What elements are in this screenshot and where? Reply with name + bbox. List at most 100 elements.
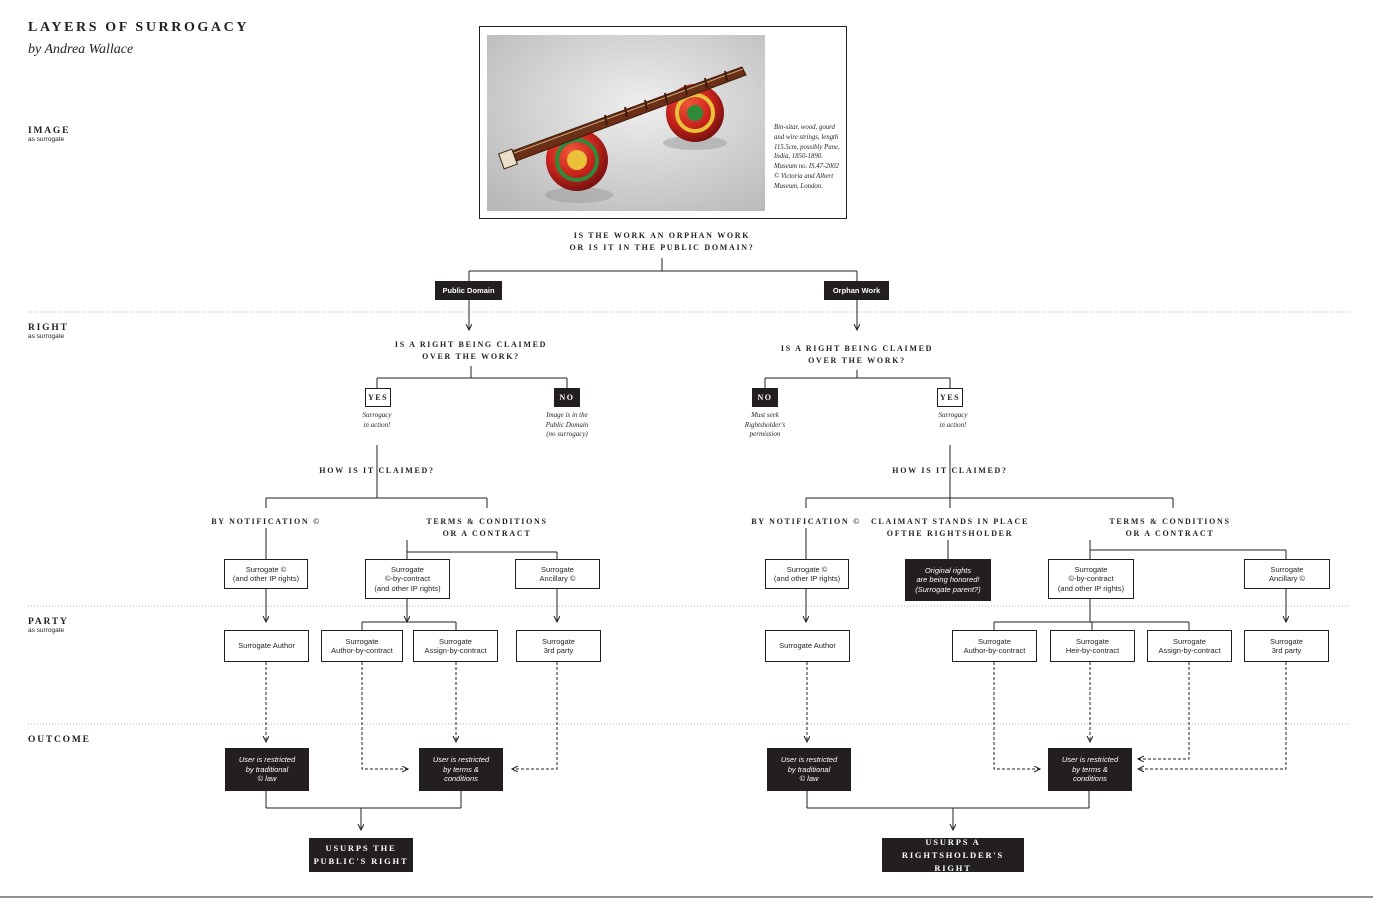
box-line: User is restricted — [238, 755, 296, 765]
section-image: IMAGE as surrogate — [28, 126, 70, 143]
yes-note-left: Surrogacy in action! — [337, 411, 417, 430]
section-outcome: OUTCOME — [28, 735, 91, 745]
box-line: Surrogate — [1270, 564, 1304, 574]
box-line: Surrogate © — [786, 564, 828, 574]
no-tag-right: NO — [752, 388, 778, 407]
photo-caption: Bin-sitar, wood, gourd and wire strings,… — [774, 124, 840, 190]
yes-note-right: Surrogacy in action! — [913, 411, 993, 430]
question-right-claimed-right: IS A RIGHT BEING CLAIMED OVER THE WORK? — [757, 343, 957, 367]
box-line: Surrogate — [391, 564, 424, 574]
box-line: Surrogate — [1076, 636, 1109, 646]
bin-sitar-photo — [487, 35, 765, 211]
how-claimed-right: HOW IS IT CLAIMED? — [892, 466, 1008, 475]
note-line: Public Domain — [545, 420, 589, 429]
box-line: © law — [799, 774, 819, 784]
box-line: by terms & — [1072, 764, 1108, 774]
author-line: by Andrea Wallace — [28, 42, 134, 57]
question-line: OVER THE WORK? — [808, 356, 906, 365]
box-line: ©-by-contract — [1068, 574, 1114, 584]
box-line: Surrogate — [1074, 564, 1108, 574]
branch-orphan-work: Orphan Work — [824, 281, 889, 300]
terms-line: OR A CONTRACT — [1125, 529, 1215, 538]
box-line: Surrogate — [345, 636, 379, 646]
box-line: Author-by-contract — [331, 646, 393, 655]
note-line: in action! — [939, 420, 967, 429]
by-notification-left: BY NOTIFICATION © — [211, 517, 321, 526]
box-line: ©-by-contract — [384, 574, 431, 584]
no-note-right: Must seek Rightsholder's permission — [720, 411, 810, 440]
note-line: permission — [749, 430, 781, 438]
usurp-line: USURPS A — [925, 836, 981, 847]
section-outcome-label: OUTCOME — [28, 735, 91, 745]
box-line: Surrogate — [541, 564, 574, 574]
note-line: Rightsholder's — [744, 420, 786, 429]
box-line: Surrogate — [1270, 636, 1303, 646]
box-line: 3rd party — [1271, 646, 1302, 655]
by-notification-right: BY NOTIFICATION © — [751, 517, 861, 526]
box-line: (Surrogate parent?) — [915, 584, 981, 594]
note-line: Surrogacy — [938, 411, 968, 419]
box-line: User is restricted — [432, 755, 490, 765]
box-line: Ancillary © — [1269, 574, 1305, 583]
claimant-stands-in-place: CLAIMANT STANDS IN PLACE OFTHE RIGHTSHOL… — [860, 516, 1040, 540]
no-note-left: Image is in the Public Domain (no surrog… — [522, 411, 612, 440]
section-party-sub: as surrogate — [28, 627, 65, 634]
box-line: conditions — [444, 774, 478, 784]
box-line: (and other IP rights) — [232, 574, 300, 583]
box-line: User is restricted — [1061, 755, 1119, 765]
box-line: Original rights — [924, 565, 972, 575]
box-line: Surrogate — [439, 636, 472, 646]
box-line: by traditional — [787, 764, 831, 774]
note-line: (no surrogacy) — [546, 430, 588, 438]
terms-line: OR A CONTRACT — [442, 529, 532, 538]
box-line: Ancillary © — [539, 574, 576, 583]
usurp-line: USURPS THE — [325, 843, 397, 853]
question-line: IS THE WORK AN ORPHAN WORK — [573, 231, 751, 240]
claimant-line: OFTHE RIGHTSHOLDER — [886, 529, 1014, 538]
box-line: by traditional — [245, 764, 289, 774]
box-line: Surrogate — [542, 636, 575, 646]
yes-tag-right: YES — [937, 388, 963, 407]
terms-left: TERMS & CONDITIONS OR A CONTRACT — [407, 516, 567, 540]
box-line: by terms & — [443, 764, 479, 774]
section-image-label: IMAGE — [28, 126, 71, 136]
right-box-copyright-by-contract-left: Surrogate©-by-contract(and other IP righ… — [365, 559, 450, 599]
right-box-surrogate-copyright-left: Surrogate ©(and other IP rights) — [224, 559, 308, 589]
page-title: LAYERS OF SURROGACY — [28, 20, 250, 35]
box-line: Surrogate Author — [779, 641, 836, 651]
section-right: RIGHT as surrogate — [28, 323, 69, 340]
usurp-line: PUBLIC'S RIGHT — [313, 856, 409, 866]
party-surrogate-author-right: Surrogate Author — [765, 630, 850, 662]
box-line: User is restricted — [780, 755, 838, 765]
usurps-publics-right: USURPS THE PUBLIC'S RIGHT — [309, 838, 413, 872]
question-line: OVER THE WORK? — [422, 352, 520, 361]
section-right-sub: as surrogate — [28, 333, 65, 340]
box-line: Surrogate — [978, 636, 1011, 646]
box-line: Surrogate — [1173, 636, 1206, 646]
note-line: Image is in the — [546, 411, 588, 419]
box-line: Heir-by-contract — [1065, 646, 1120, 655]
section-dividers — [28, 311, 1350, 725]
box-line: are being honored! — [916, 575, 980, 585]
yes-tag-left: YES — [365, 388, 391, 407]
box-line: Assign-by-contract — [424, 646, 487, 655]
note-line: Surrogacy — [362, 411, 392, 419]
question-orphan-or-public: IS THE WORK AN ORPHAN WORK OR IS IT IN T… — [512, 230, 812, 254]
how-claimed-left: HOW IS IT CLAIMED? — [319, 466, 435, 475]
box-line: conditions — [1073, 774, 1107, 784]
section-party: PARTY as surrogate — [28, 617, 69, 634]
box-line: © law — [257, 774, 277, 784]
